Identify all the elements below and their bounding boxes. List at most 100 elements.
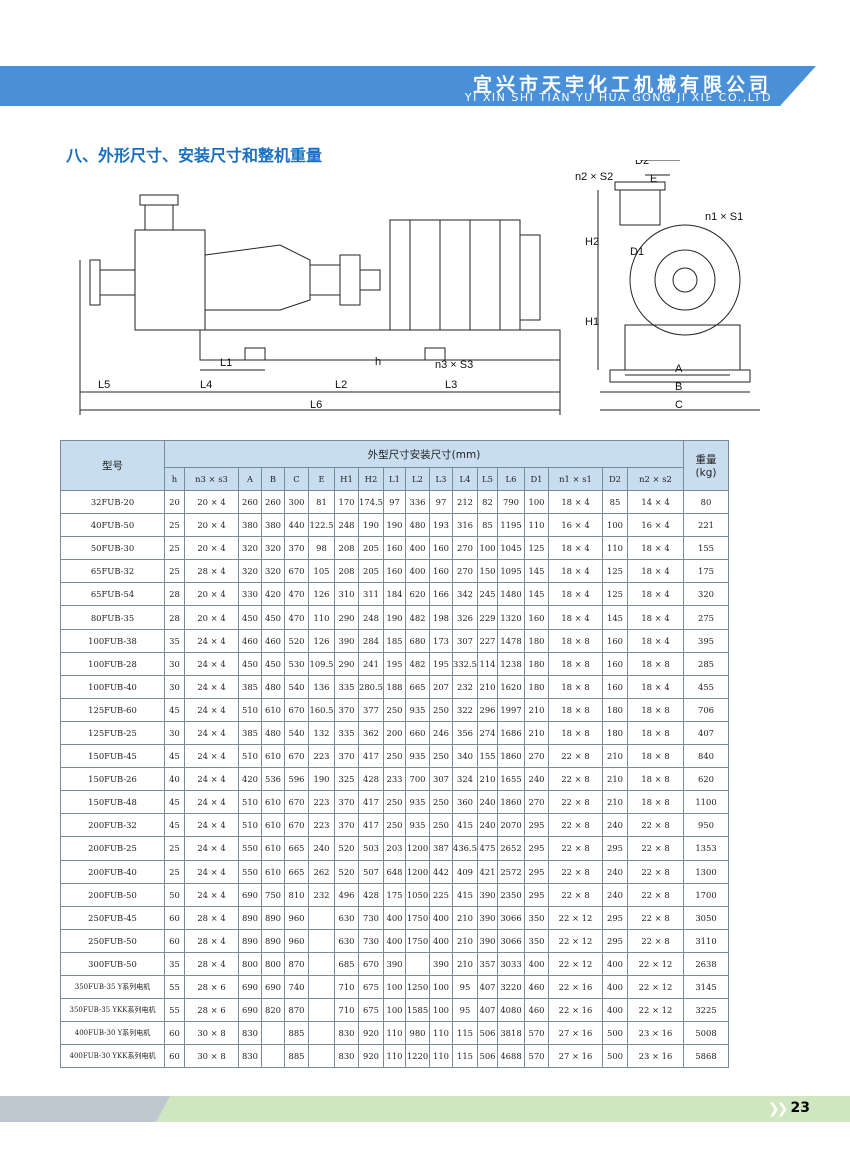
table-cell: 296 bbox=[477, 697, 498, 722]
model-cell: 32FUB-20 bbox=[60, 489, 165, 515]
table-cell: 370 bbox=[284, 536, 309, 561]
table-cell: 790 bbox=[497, 489, 525, 515]
table-cell: 2652 bbox=[497, 836, 525, 861]
table-cell: 300 bbox=[284, 489, 309, 515]
table-cell: 407 bbox=[477, 998, 498, 1023]
table-cell: 285 bbox=[683, 651, 729, 676]
table-cell: 610 bbox=[261, 836, 285, 861]
table-cell: 250 bbox=[429, 813, 453, 838]
table-cell: 166 bbox=[429, 582, 453, 607]
table-cell: 417 bbox=[358, 790, 384, 815]
table-cell: 227 bbox=[477, 628, 498, 653]
table-cell: 25 bbox=[164, 559, 185, 584]
model-cell: 300FUB-50 bbox=[60, 951, 165, 976]
label-n1s1: n1 × S1 bbox=[705, 211, 743, 223]
table-cell: 110 bbox=[429, 1021, 453, 1046]
table-cell: 246 bbox=[429, 720, 453, 746]
table-cell: 18 × 4 bbox=[627, 559, 684, 584]
table-cell: 675 bbox=[358, 974, 384, 1000]
table-cell: 670 bbox=[358, 951, 384, 976]
table-cell: 60 bbox=[164, 928, 185, 953]
table-cell: 400 bbox=[429, 905, 453, 930]
table-cell: 28 bbox=[164, 605, 185, 630]
column-header: n1 × s1 bbox=[548, 467, 603, 491]
model-cell: 50FUB-30 bbox=[60, 536, 165, 561]
table-cell: 3220 bbox=[497, 974, 525, 1000]
table-cell: 22 × 12 bbox=[548, 951, 603, 976]
label-L1: L1 bbox=[220, 357, 232, 369]
table-cell: 22 × 16 bbox=[548, 998, 603, 1023]
table-cell: 475 bbox=[477, 836, 498, 861]
table-cell: 665 bbox=[284, 836, 309, 861]
table-cell: 180 bbox=[524, 628, 549, 653]
table-cell: 320 bbox=[261, 536, 285, 561]
table-cell: 210 bbox=[602, 744, 628, 769]
table-cell: 145 bbox=[524, 582, 549, 607]
table-cell: 570 bbox=[524, 1021, 549, 1046]
table-cell: 50 bbox=[164, 882, 185, 907]
table-cell: 690 bbox=[238, 882, 262, 907]
table-cell: 28 × 6 bbox=[184, 974, 239, 1000]
table-cell bbox=[308, 905, 335, 930]
table-cell: 155 bbox=[683, 536, 729, 561]
table-cell: 18 × 8 bbox=[627, 744, 684, 769]
table-cell: 97 bbox=[383, 489, 406, 515]
table-cell: 670 bbox=[284, 559, 309, 584]
table-cell: 210 bbox=[452, 905, 478, 930]
table-cell: 22 × 8 bbox=[627, 928, 684, 953]
table-cell: 3225 bbox=[683, 998, 729, 1023]
model-cell: 250FUB-45 bbox=[60, 905, 165, 930]
table-cell: 60 bbox=[164, 905, 185, 930]
table-cell: 380 bbox=[238, 513, 262, 538]
table-cell: 356 bbox=[452, 720, 478, 746]
table-cell: 665 bbox=[405, 674, 430, 699]
table-cell: 503 bbox=[358, 836, 384, 861]
table-cell: 212 bbox=[452, 489, 478, 515]
table-cell: 295 bbox=[524, 813, 549, 838]
table-cell: 180 bbox=[602, 720, 628, 746]
table-cell: 455 bbox=[683, 674, 729, 699]
table-cell: 750 bbox=[261, 882, 285, 907]
table-cell: 125 bbox=[602, 559, 628, 584]
table-cell: 685 bbox=[334, 951, 359, 976]
table-cell: 960 bbox=[284, 905, 309, 930]
table-cell: 18 × 8 bbox=[548, 697, 603, 722]
table-cell: 3066 bbox=[497, 928, 525, 953]
table-cell: 377 bbox=[358, 697, 384, 722]
table-cell: 274 bbox=[477, 720, 498, 746]
table-cell: 415 bbox=[452, 882, 478, 907]
table-cell: 81 bbox=[308, 489, 335, 515]
table-cell: 450 bbox=[238, 605, 262, 630]
table-cell: 18 × 4 bbox=[627, 582, 684, 607]
table-cell: 170 bbox=[334, 489, 359, 515]
table-cell: 675 bbox=[358, 998, 384, 1023]
table-cell: 240 bbox=[477, 790, 498, 815]
table-cell: 610 bbox=[261, 744, 285, 769]
table-cell: 240 bbox=[524, 767, 549, 792]
table-cell: 110 bbox=[383, 1021, 406, 1046]
table-cell: 45 bbox=[164, 813, 185, 838]
table-cell: 870 bbox=[284, 998, 309, 1023]
table-cell: 22 × 12 bbox=[627, 951, 684, 976]
table-cell: 3050 bbox=[683, 905, 729, 930]
table-cell: 210 bbox=[524, 697, 549, 722]
table-cell: 284 bbox=[358, 628, 384, 653]
table-cell: 510 bbox=[238, 744, 262, 769]
table-cell: 18 × 4 bbox=[627, 536, 684, 561]
table-cell: 210 bbox=[602, 767, 628, 792]
table-cell: 232 bbox=[308, 882, 335, 907]
table-cell: 175 bbox=[383, 882, 406, 907]
table-cell: 630 bbox=[334, 928, 359, 953]
table-cell: 890 bbox=[238, 928, 262, 953]
table-cell: 24 × 4 bbox=[184, 813, 239, 838]
model-cell: 350FUB-35 YKK系列电机 bbox=[60, 998, 165, 1023]
table-cell: 1480 bbox=[497, 582, 525, 607]
table-cell: 30 bbox=[164, 674, 185, 699]
table-cell: 740 bbox=[284, 974, 309, 1000]
